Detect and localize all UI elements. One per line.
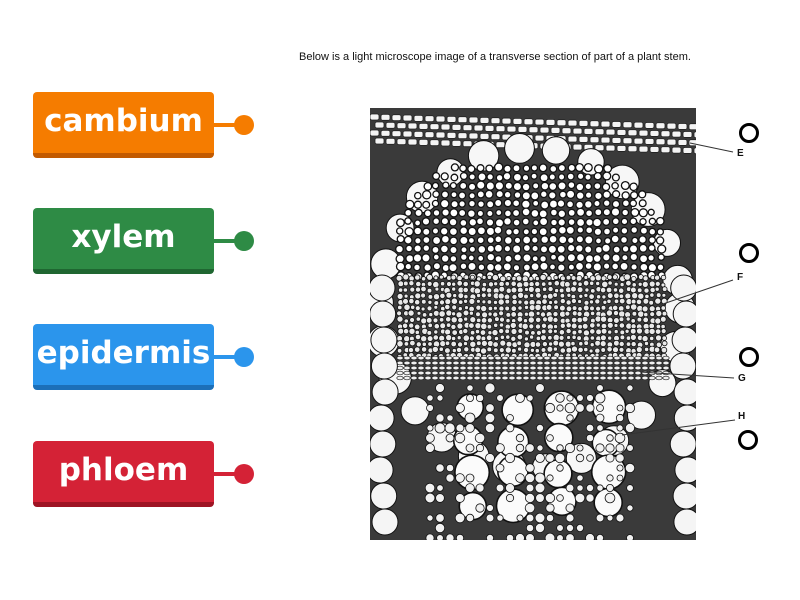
label-text-xylem: xylem (71, 218, 176, 255)
marker-letter-e: E (737, 148, 744, 159)
stem-micrograph (370, 108, 696, 540)
marker-letter-f: F (737, 272, 744, 283)
label-tile-phloem[interactable]: phloem (33, 441, 214, 507)
label-tile-epidermis[interactable]: epidermis (33, 324, 214, 390)
drop-target-h[interactable] (738, 430, 758, 450)
connector-pin-xylem[interactable] (214, 231, 254, 251)
label-tile-xylem[interactable]: xylem (33, 208, 214, 274)
question-caption: Below is a light microscope image of a t… (299, 51, 691, 63)
connector-pin-epidermis[interactable] (214, 347, 254, 367)
drop-target-f[interactable] (739, 243, 759, 263)
connector-pin-cambium[interactable] (214, 115, 254, 135)
label-text-phloem: phloem (58, 451, 189, 488)
marker-letter-h: H (738, 411, 746, 422)
connector-pin-phloem[interactable] (214, 464, 254, 484)
label-tile-cambium[interactable]: cambium (33, 92, 214, 158)
drop-target-g[interactable] (739, 347, 759, 367)
drop-target-e[interactable] (739, 123, 759, 143)
label-text-epidermis: epidermis (36, 334, 211, 371)
marker-letter-g: G (738, 373, 746, 384)
label-text-cambium: cambium (44, 102, 203, 139)
